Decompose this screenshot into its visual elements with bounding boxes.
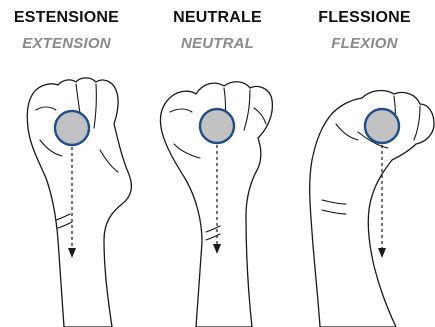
grip-ball-neutral — [200, 109, 234, 143]
grip-ball-extension — [55, 111, 89, 145]
grip-ball-flexion — [365, 109, 399, 143]
